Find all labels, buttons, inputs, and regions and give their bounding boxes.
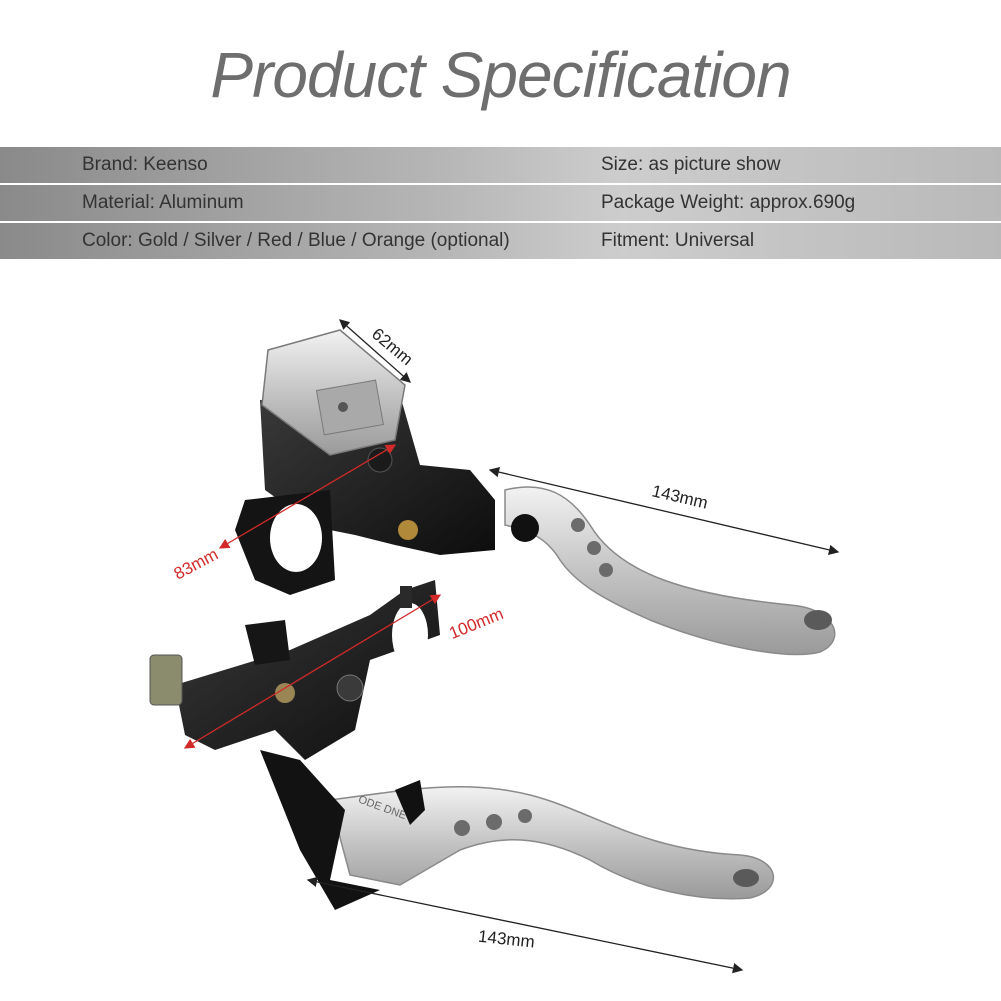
dim-label-clutch-perch: 100mm xyxy=(446,604,506,643)
spec-weight: Package Weight: approx.690g xyxy=(601,192,856,213)
lever-hole xyxy=(518,809,532,823)
pivot-bolt xyxy=(398,520,418,540)
spec-size: Size: as picture show xyxy=(601,154,781,175)
page-title: Product Specification xyxy=(210,39,791,111)
spec-brand: Brand: Keenso xyxy=(82,154,208,175)
spec-row-material: Material: Aluminum Package Weight: appro… xyxy=(0,185,1001,221)
spec-fitment: Fitment: Universal xyxy=(601,230,755,251)
mirror-mount-thread xyxy=(336,674,364,702)
product-figure: ODE DNE 62mm 143mm 83mm 100mm 143mm xyxy=(149,319,840,974)
clutch-lever-blade xyxy=(329,785,775,900)
lever-end-hole xyxy=(733,869,759,887)
dim-line-master-cylinder xyxy=(218,444,397,549)
cable-adjuster xyxy=(149,654,183,706)
perch-tab xyxy=(245,620,290,665)
dim-line-brake-lever xyxy=(488,467,840,555)
spec-material: Material: Aluminum xyxy=(82,192,244,213)
dim-line-clutch-lever xyxy=(306,876,744,974)
reservoir-cap xyxy=(315,379,384,436)
spec-row-color: Color: Gold / Silver / Red / Blue / Oran… xyxy=(0,223,1001,259)
lever-hole xyxy=(599,563,613,577)
lever-hole xyxy=(454,820,470,836)
dim-label-master-cylinder: 83mm xyxy=(171,545,222,584)
dim-label-clutch-lever: 143mm xyxy=(477,927,535,952)
dim-label-brake-lever: 143mm xyxy=(650,481,710,512)
pivot-bolt xyxy=(275,683,295,703)
dim-line-reservoir xyxy=(339,319,411,383)
clutch-perch-lower xyxy=(260,750,380,910)
clamp-screw xyxy=(400,586,412,608)
lever-adjuster-knob xyxy=(511,514,539,542)
banjo-port xyxy=(367,447,393,473)
lever-hole xyxy=(587,541,601,555)
lever-end-hole xyxy=(804,610,832,630)
spec-row-brand: Brand: Keenso Size: as picture show xyxy=(0,147,1001,183)
dim-line-clutch-perch xyxy=(183,594,442,749)
brake-lever-assembly xyxy=(235,329,836,656)
lever-hole xyxy=(571,518,585,532)
cap-screw xyxy=(338,402,348,412)
clutch-adjuster-knob xyxy=(395,780,425,825)
spec-color: Color: Gold / Silver / Red / Blue / Oran… xyxy=(82,230,510,251)
lever-hole xyxy=(486,814,502,830)
